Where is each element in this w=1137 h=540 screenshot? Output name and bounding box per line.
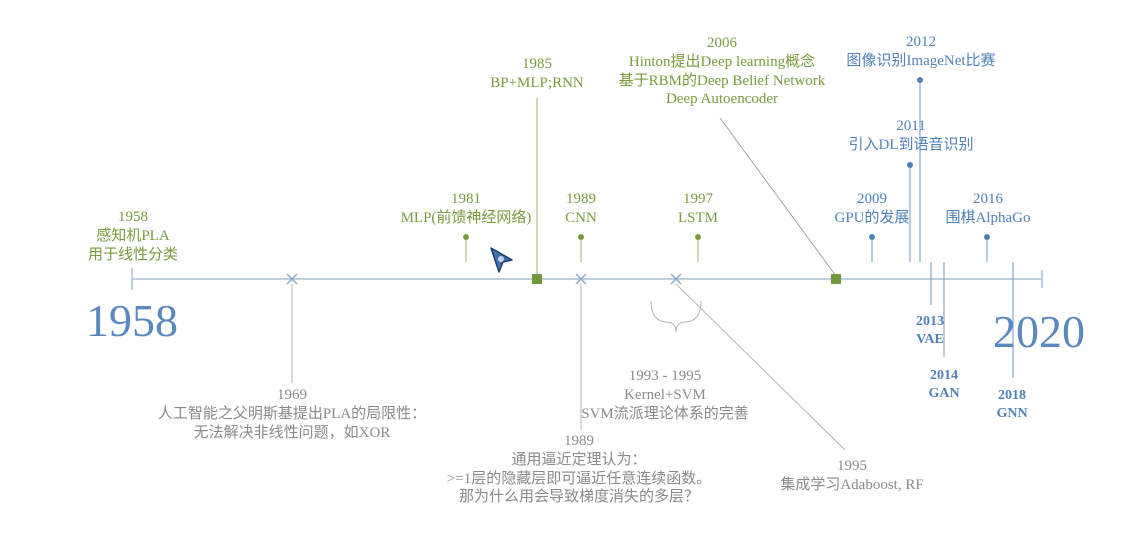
mouse-cursor-icon [490, 247, 513, 273]
event-text: 那为什么用会导致梯度消失的多层？ [458, 489, 699, 506]
event-2009: 2009 GPU的发展 [826, 190, 918, 228]
event-text: VAE [916, 331, 944, 347]
event-year: 1993 - 1995 [628, 368, 702, 384]
event-year: 2012 [906, 34, 936, 50]
event-2013: 2013 VAE [905, 313, 955, 348]
event-text: GNN [996, 405, 1028, 421]
event-text: SVM流派理论体系的完善 [581, 405, 749, 422]
dot-2012 [917, 77, 923, 83]
event-year: 2006 [707, 35, 737, 51]
dot-1989-cnn [578, 234, 584, 240]
axis-start-label: 1958 [86, 295, 178, 346]
event-text: CNN [565, 209, 597, 226]
event-text: >=1层的隐藏层即可逼近任意连续函数。 [446, 470, 712, 487]
event-year: 1985 [522, 56, 552, 72]
brace-1993 [650, 300, 702, 333]
dot-2011 [907, 162, 913, 168]
event-1995: 1995 集成学习Adaboost, RF [762, 457, 942, 495]
event-year: 1995 [837, 458, 867, 474]
event-1989-cnn: 1989 CNN [551, 190, 611, 228]
event-1958: 1958 感知机PLA 用于线性分类 [73, 208, 193, 264]
marker-1985 [532, 274, 542, 284]
dot-1997 [695, 234, 701, 240]
event-text: Hinton提出Deep learning概念 [628, 53, 816, 70]
event-year: 2011 [896, 118, 926, 134]
event-year: 2009 [857, 191, 887, 207]
dot-1981 [463, 234, 469, 240]
event-text: 集成学习Adaboost, RF [780, 476, 924, 493]
event-text: 基于RBM的Deep Belief Network [618, 72, 826, 89]
event-year: 1981 [451, 191, 481, 207]
event-year: 2016 [973, 191, 1003, 207]
event-text: BP+MLP;RNN [490, 74, 584, 91]
event-1997: 1997 LSTM [663, 190, 733, 228]
x-marker-1969 [286, 273, 298, 285]
event-1993-1995: 1993 - 1995 Kernel+SVM SVM流派理论体系的完善 [565, 367, 765, 423]
event-text: 围棋AlphaGo [945, 209, 1031, 226]
connector-2006 [719, 117, 837, 277]
event-text: GAN [928, 385, 960, 401]
event-2006: 2006 Hinton提出Deep learning概念 基于RBM的Deep … [602, 34, 842, 109]
event-2016: 2016 围棋AlphaGo [938, 190, 1038, 228]
dot-2009 [869, 234, 875, 240]
event-text: 感知机PLA [96, 227, 170, 244]
axis-end-label: 2020 [993, 306, 1085, 357]
event-text: 无法解决非线性问题，如XOR [193, 424, 391, 441]
event-text: GPU的发展 [834, 209, 910, 226]
event-year: 1997 [683, 191, 713, 207]
event-1969: 1969 人工智能之父明斯基提出PLA的局限性： 无法解决非线性问题，如XOR [132, 386, 452, 442]
event-2012: 2012 图像识别ImageNet比赛 [836, 33, 1006, 71]
connector-1995 [675, 283, 846, 451]
event-1981: 1981 MLP(前馈神经网络) [386, 190, 546, 228]
event-text: 引入DL到语音识别 [848, 136, 974, 153]
event-year: 2014 [930, 368, 958, 383]
event-year: 2018 [998, 388, 1026, 403]
event-text: 用于线性分类 [87, 246, 178, 263]
event-1989-uat: 1989 通用逼近定理认为： >=1层的隐藏层即可逼近任意连续函数。 那为什么用… [419, 432, 739, 507]
event-text: Kernel+SVM [624, 386, 706, 403]
event-text: Deep Autoencoder [665, 91, 779, 108]
event-text: LSTM [677, 209, 718, 226]
event-2014: 2014 GAN [919, 367, 969, 402]
event-2011: 2011 引入DL到语音识别 [841, 117, 981, 155]
event-text: 人工智能之父明斯基提出PLA的局限性： [157, 405, 427, 422]
marker-2006 [831, 274, 841, 284]
event-text: 图像识别ImageNet比赛 [846, 52, 996, 69]
event-year: 1989 [566, 191, 596, 207]
x-marker-1995 [670, 273, 682, 285]
event-year: 1958 [118, 209, 148, 225]
event-year: 2013 [916, 314, 944, 329]
dot-2016 [984, 234, 990, 240]
event-2018: 2018 GNN [987, 387, 1037, 422]
event-text: MLP(前馈神经网络) [400, 209, 532, 226]
event-year: 1989 [564, 433, 594, 449]
event-year: 1969 [277, 387, 307, 403]
event-text: 通用逼近定理认为： [511, 451, 647, 468]
x-marker-1989 [575, 273, 587, 285]
event-1985: 1985 BP+MLP;RNN [467, 55, 607, 93]
